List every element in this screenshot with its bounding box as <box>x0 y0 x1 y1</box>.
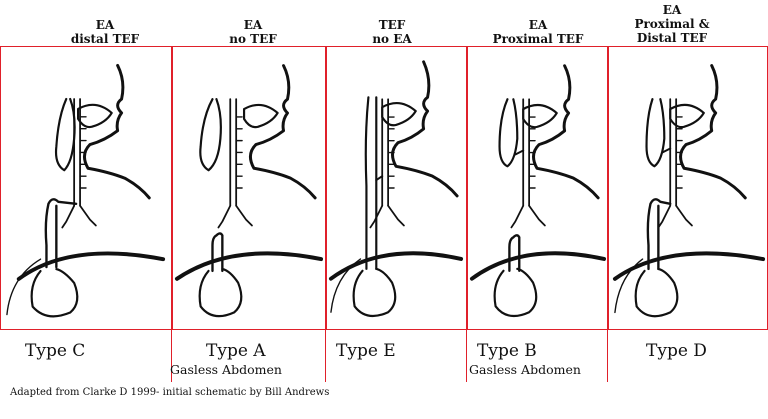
header-line: EA <box>95 18 115 32</box>
stomach <box>198 267 243 318</box>
stomach <box>634 267 679 318</box>
diaphragm <box>469 251 607 281</box>
stomach <box>352 267 397 318</box>
stomach <box>30 267 79 318</box>
diaphragm <box>612 251 766 281</box>
source-footnote: Adapted from Clarke D 1999- initial sche… <box>10 387 330 398</box>
body-outline <box>330 258 362 313</box>
header-type-d: EA Proximal & Distal TEF <box>617 3 727 45</box>
diaphragm <box>16 251 166 281</box>
tongue <box>77 103 113 129</box>
proximal-fistula <box>661 147 672 154</box>
type-label-d: Type D <box>646 341 707 361</box>
distal-esophagus <box>44 198 78 269</box>
divider-stub <box>171 330 172 382</box>
panel-type-d <box>608 46 768 330</box>
header-type-c: EA distal TEF <box>55 18 155 46</box>
proximal-pouch <box>199 98 222 172</box>
tracheal-rings <box>387 116 395 189</box>
face-profile <box>391 60 459 198</box>
fistula <box>514 149 525 156</box>
header-line: Proximal TEF <box>492 32 584 46</box>
header-line: EA <box>662 3 682 17</box>
schematic-type-c <box>6 63 166 318</box>
header-line: EA <box>243 18 263 32</box>
panel-type-e <box>326 46 467 330</box>
face-profile <box>679 64 747 200</box>
schematic-type-b <box>469 64 607 318</box>
carina <box>369 204 405 229</box>
note-type-a: Gasless Abdomen <box>170 362 282 377</box>
tracheal-rings <box>79 116 87 189</box>
carina <box>61 204 97 229</box>
carina <box>657 204 693 229</box>
panel-type-b <box>467 46 608 330</box>
carina <box>510 204 546 229</box>
schematic-type-a <box>174 64 324 318</box>
proximal-pouch <box>498 98 519 168</box>
header-type-a: EA no TEF <box>203 18 303 46</box>
body-outline <box>614 258 644 314</box>
trachea <box>522 98 531 207</box>
tracheal-rings <box>675 116 683 189</box>
face-profile <box>532 64 600 200</box>
carina <box>217 204 253 229</box>
trachea <box>229 98 238 207</box>
distal-stump <box>508 234 521 272</box>
header-type-e: TEF no EA <box>342 18 442 46</box>
type-label-e: Type E <box>336 341 396 361</box>
tongue <box>522 103 558 129</box>
note-type-b: Gasless Abdomen <box>469 362 581 377</box>
proximal-pouch <box>645 98 666 168</box>
divider-stub <box>325 330 326 382</box>
header-line: no EA <box>372 32 412 46</box>
panel-type-c <box>0 46 172 330</box>
body-outline <box>6 258 42 316</box>
distal-stump <box>211 232 224 273</box>
header-line: distal TEF <box>70 32 140 46</box>
divider-stub <box>466 330 467 382</box>
tracheal-rings <box>235 116 243 189</box>
face-profile <box>249 64 317 200</box>
diaphragm <box>174 251 324 281</box>
tongue <box>381 102 417 127</box>
fistula <box>375 175 384 182</box>
face-profile <box>83 63 151 200</box>
header-type-b: EA Proximal TEF <box>473 18 603 46</box>
schematic-type-e <box>328 60 464 318</box>
header-line: TEF <box>378 18 406 32</box>
header-line: Proximal & <box>634 17 710 31</box>
type-label-b: Type B <box>477 341 537 361</box>
stomach <box>493 267 538 318</box>
header-line: no TEF <box>229 32 277 46</box>
proximal-pouch <box>54 97 76 172</box>
header-line: EA <box>528 18 548 32</box>
tracheal-rings <box>528 116 536 189</box>
header-line: Distal TEF <box>636 31 708 45</box>
esophagus <box>364 96 378 270</box>
tongue <box>242 103 279 129</box>
trachea <box>669 98 678 207</box>
type-label-a: Type A <box>206 341 266 361</box>
diaphragm <box>328 251 464 281</box>
type-label-c: Type C <box>25 341 86 361</box>
panel-type-a <box>172 46 326 330</box>
schematic-type-d <box>612 64 766 318</box>
divider-stub <box>607 330 608 382</box>
tongue <box>669 103 705 129</box>
